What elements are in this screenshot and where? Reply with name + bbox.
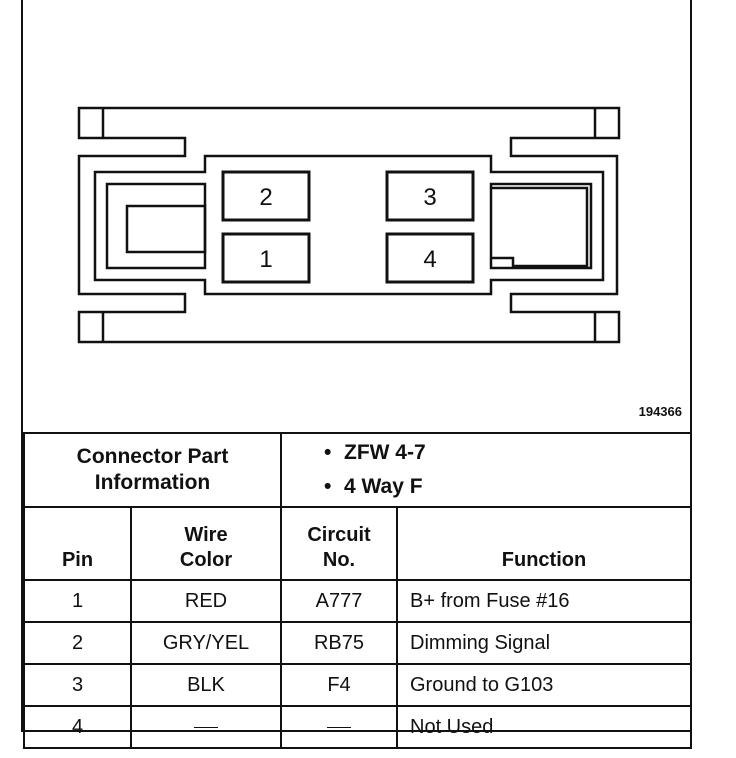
cell-wire-color: RED [130,579,282,623]
cell-wire-color: BLK [130,663,282,707]
bullet-glyph: • [324,475,332,498]
latch-right [491,186,589,268]
pin-cavity-4 [385,232,475,284]
pin-cavity-2 [221,170,311,222]
info-value-item: • ZFW 4-7 [324,436,690,470]
connector-drawing: 2 3 1 4 [77,106,621,344]
info-value-item: • 4 Way F [324,470,690,504]
cell-circuit: F4 [280,663,398,707]
table-row: 1 RED A777 B+ from Fuse #16 [23,579,692,623]
header-wire-color: Wire Color [130,506,282,581]
cell-function: Not Used [396,705,692,749]
header-circuit: Circuit No. [280,506,398,581]
info-label-line1: Connector Part [76,445,229,468]
cell-pin: 1 [23,579,132,623]
cell-function: Ground to G103 [396,663,692,707]
header-circuit-line2: No. [322,549,356,571]
table-row: 4 Not Used [23,705,692,749]
connector-info-values: • ZFW 4-7 • 4 Way F [280,432,692,508]
pin-label-1: 1 [259,246,272,273]
header-wire-color-line1: Wire [184,524,228,546]
cell-circuit: A777 [280,579,398,623]
latch-left [125,204,207,254]
cell-wire-color [130,705,282,749]
pin-cavity-1 [221,232,311,284]
housing-channel [105,182,207,270]
header-pin: Pin [23,506,132,581]
header-function: Function [396,506,692,581]
cell-circuit: RB75 [280,621,398,665]
header-circuit-line1: Circuit [307,524,371,546]
cell-pin: 4 [23,705,132,749]
pin-table-header: Pin Wire Color Circuit No. Function [23,506,692,581]
pin-label-3: 3 [423,184,436,211]
info-value-text: 4 Way F [344,475,423,498]
cell-pin: 2 [23,621,132,665]
pin-label-2: 2 [259,184,272,211]
cell-circuit [280,705,398,749]
cell-wire-color: GRY/YEL [130,621,282,665]
empty-dash [194,726,218,728]
pin-cavity-3 [385,170,475,222]
info-value-text: ZFW 4-7 [344,441,426,464]
figure-number: 194366 [638,404,682,419]
cell-function: Dimming Signal [396,621,692,665]
table-row: 2 GRY/YEL RB75 Dimming Signal [23,621,692,665]
header-wire-color-line2: Color [179,549,233,571]
connector-info-label: Connector Part Information [23,432,282,508]
connector-info-table: Connector Part Information • ZFW 4-7 • 4 W… [23,432,692,508]
pin-table: Pin Wire Color Circuit No. Function 1 RE… [23,506,692,749]
housing-inner [93,154,605,296]
housing-channel-right [489,182,593,270]
table-row: 3 BLK F4 Ground to G103 [23,663,692,707]
connector-info-row: Connector Part Information • ZFW 4-7 • 4 W… [23,432,692,508]
empty-dash [327,726,351,728]
housing-outline [77,106,621,344]
bullet-glyph: • [324,441,332,464]
cell-function: B+ from Fuse #16 [396,579,692,623]
connector-figure: 2 3 1 4 194366 Connector Part Informatio… [21,0,692,749]
cell-pin: 3 [23,663,132,707]
info-label-line2: Information [94,471,211,494]
pin-label-4: 4 [423,246,436,273]
